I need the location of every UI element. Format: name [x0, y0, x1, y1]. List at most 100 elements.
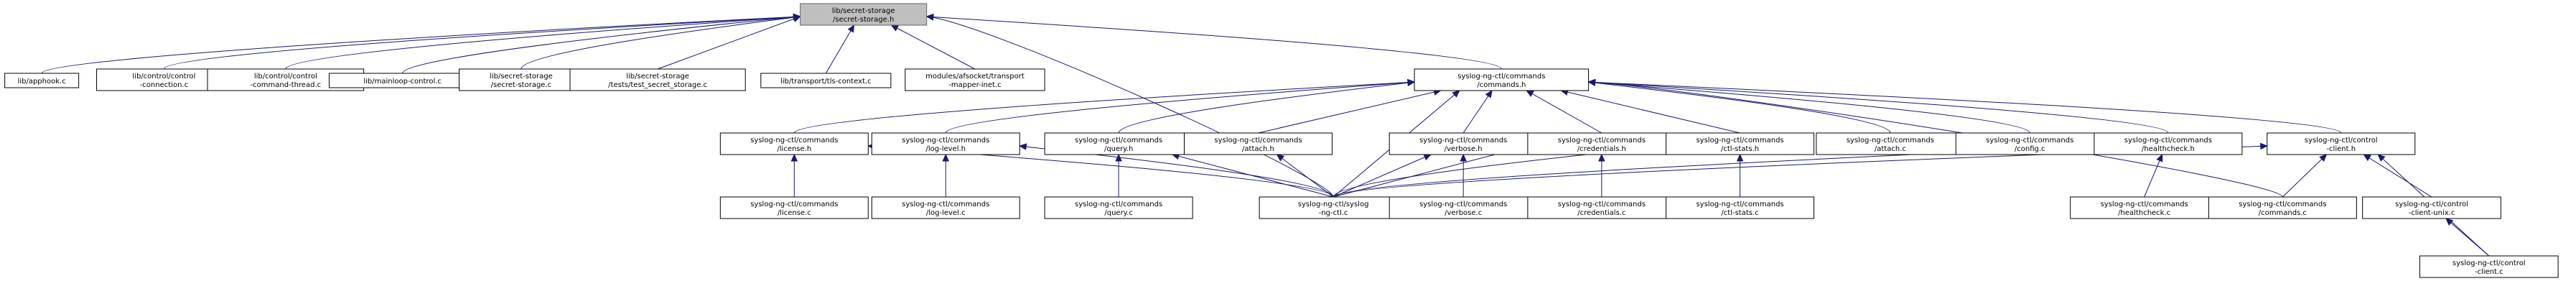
arrowhead-icon — [1276, 154, 1285, 162]
edge-attachc-to-cmdsh — [1587, 79, 1891, 134]
node-label: syslog-ng-ctl/commands — [1986, 137, 2073, 144]
edge-line — [1462, 90, 1493, 134]
node-box — [1044, 196, 1193, 219]
node-label: syslog-ng-ctl/commands — [1214, 137, 1302, 144]
node-label: /verbose.c — [1445, 209, 1482, 217]
graph-node-credh[interactable]: syslog-ng-ctl/commands/credentials.h — [1527, 132, 1676, 155]
graph-node-afsock[interactable]: modules/afsocket/transport-mapper-inet.c — [905, 68, 1045, 91]
arrowhead-icon — [1019, 143, 1027, 150]
graph-node-verbosec[interactable]: syslog-ng-ctl/commands/verbose.c — [1389, 196, 1538, 219]
graph-node-attachh[interactable]: syslog-ng-ctl/commands/attach.h — [1183, 132, 1333, 155]
node-label: /ctl-stats.h — [1721, 145, 1759, 153]
arrowhead-icon — [847, 24, 855, 33]
arrowhead-icon — [2319, 154, 2328, 162]
edge-ctlconn-to-root — [163, 13, 801, 70]
edge-credh-to-cmdsh — [1526, 90, 1602, 134]
edge-cmdsc-to-clienth — [2282, 154, 2328, 198]
edge-sscc-to-root — [521, 14, 801, 70]
node-label: -ng-ctl.c — [1319, 209, 1348, 217]
graph-node-clienth[interactable]: syslog-ng-ctl/control-client.h — [2267, 132, 2416, 155]
graph-node-cmdsc[interactable]: syslog-ng-ctl/commands/commands.c — [2208, 196, 2357, 219]
graph-node-configc[interactable]: syslog-ng-ctl/commands/config.c — [1955, 132, 2104, 155]
graph-node-licensec[interactable]: syslog-ng-ctl/commands/license.c — [719, 196, 869, 219]
node-label: /query.h — [1104, 145, 1133, 153]
node-label: syslog-ng-ctl/commands — [1696, 137, 1783, 144]
edge-line — [521, 16, 801, 70]
node-label: syslog-ng-ctl/commands — [750, 201, 838, 208]
edge-clientc-to-unixc — [2445, 218, 2490, 257]
edge-line — [163, 16, 801, 70]
edge-verbosec-to-verboseh — [1460, 153, 1467, 197]
graph-node-cmdsh[interactable]: syslog-ng-ctl/commands/commands.h — [1414, 68, 1590, 91]
edge-attachh-to-cmdsh — [1258, 88, 1442, 134]
graph-node-tls[interactable]: lib/transport/tls-context.c — [760, 73, 892, 88]
node-label: /commands.h — [1477, 81, 1526, 89]
graph-node-ctlstatsh[interactable]: syslog-ng-ctl/commands/ctl-stats.h — [1666, 132, 1815, 155]
edge-line — [1526, 90, 1602, 134]
node-label: syslog-ng-ctl/commands — [1696, 201, 1783, 208]
graph-node-sngctl[interactable]: syslog-ng-ctl/syslog-ng-ctl.c — [1259, 196, 1408, 219]
edge-healthc-to-healthh — [2144, 153, 2163, 198]
node-label: syslog-ng-ctl/commands — [902, 137, 989, 144]
node-label: lib/secret-storage — [626, 73, 689, 81]
arrowhead-icon — [1460, 153, 1467, 162]
node-label: syslog-ng-ctl/control — [2395, 201, 2468, 208]
node-box — [1414, 68, 1590, 91]
edge-afsock-to-root — [890, 24, 976, 70]
node-box — [2070, 196, 2219, 219]
node-box — [871, 132, 1020, 155]
graph-node-credc[interactable]: syslog-ng-ctl/commands/credentials.c — [1527, 196, 1676, 219]
arrowhead-icon — [1526, 90, 1534, 97]
edge-line — [1333, 154, 1432, 198]
node-box — [2419, 255, 2559, 278]
graph-node-mainloop[interactable]: lib/mainloop-control.c — [328, 73, 477, 88]
node-label: -client.h — [2326, 145, 2356, 153]
graph-node-unixc[interactable]: syslog-ng-ctl/control-client-unix.c — [2362, 196, 2501, 219]
node-label: syslog-ng-ctl/commands — [750, 137, 838, 144]
graph-node-sscc[interactable]: lib/secret-storage/secret-storage.c — [459, 68, 584, 91]
graph-node-attachc[interactable]: syslog-ng-ctl/commands/attach.c — [1816, 132, 1965, 155]
graph-node-licenseh[interactable]: syslog-ng-ctl/commands/license.h — [719, 132, 869, 155]
edge-unixc-to-clienth — [2363, 154, 2432, 198]
edge-tls-to-root — [825, 24, 855, 74]
edge-sstest-to-root — [657, 15, 801, 70]
graph-node-ctlstatsc[interactable]: syslog-ng-ctl/commands/ctl-stats.c — [1666, 196, 1815, 219]
edge-line — [2144, 154, 2163, 198]
node-label: lib/secret-storage — [832, 7, 895, 15]
arrowhead-icon — [1407, 79, 1416, 86]
arrowhead-icon — [2363, 154, 2371, 162]
node-label: /healthcheck.c — [2118, 209, 2170, 217]
edge-line — [1118, 81, 1415, 134]
graph-node-loglevelh[interactable]: syslog-ng-ctl/commands/log-level.h — [871, 132, 1020, 155]
graph-node-sstest[interactable]: lib/secret-storage/tests/test_secret_sto… — [569, 68, 746, 91]
arrowhead-icon — [1423, 154, 1432, 161]
node-label: /secret-storage.h — [833, 16, 894, 24]
edge-line — [402, 16, 801, 74]
graph-node-queryc[interactable]: syslog-ng-ctl/commands/query.c — [1044, 196, 1193, 219]
node-label: syslog-ng-ctl/control — [2305, 137, 2378, 144]
edge-sngctl-to-attachh — [1276, 154, 1334, 198]
graph-node-root[interactable]: lib/secret-storage/secret-storage.h — [800, 3, 928, 26]
edge-verboseh-to-cmdsh — [1462, 89, 1493, 134]
node-label: syslog-ng-ctl/commands — [2239, 201, 2326, 208]
node-label: syslog-ng-ctl/commands — [1075, 137, 1162, 144]
node-label: syslog-ng-ctl/commands — [2101, 201, 2188, 208]
graph-node-healthh[interactable]: syslog-ng-ctl/commands/healthcheck.h — [2094, 132, 2243, 155]
graph-node-clientc[interactable]: syslog-ng-ctl/control-client.c — [2419, 255, 2559, 278]
node-label: syslog-ng-ctl/commands — [902, 201, 989, 208]
node-label: lib/mainloop-control.c — [363, 78, 442, 86]
node-label: /secret-storage.c — [491, 81, 551, 89]
node-label: syslog-ng-ctl/control — [2453, 259, 2526, 267]
node-label: syslog-ng-ctl/commands — [1457, 73, 1545, 81]
graph-node-apphook[interactable]: lib/apphook.c — [4, 73, 80, 88]
graph-node-healthc[interactable]: syslog-ng-ctl/commands/healthcheck.c — [2070, 196, 2219, 219]
node-label: modules/afsocket/transport — [925, 73, 1025, 81]
graph-node-verboseh[interactable]: syslog-ng-ctl/commands/verbose.h — [1389, 132, 1538, 155]
graph-node-queryh[interactable]: syslog-ng-ctl/commands/query.h — [1044, 132, 1193, 155]
arrowhead-icon — [1452, 90, 1460, 98]
node-label: lib/transport/tls-context.c — [780, 78, 872, 86]
graph-node-loglevelc[interactable]: syslog-ng-ctl/commands/log-level.c — [871, 196, 1020, 219]
edge-queryc-to-queryh — [1115, 153, 1122, 197]
edge-line — [926, 16, 1502, 70]
node-label: /attach.h — [1242, 145, 1274, 153]
